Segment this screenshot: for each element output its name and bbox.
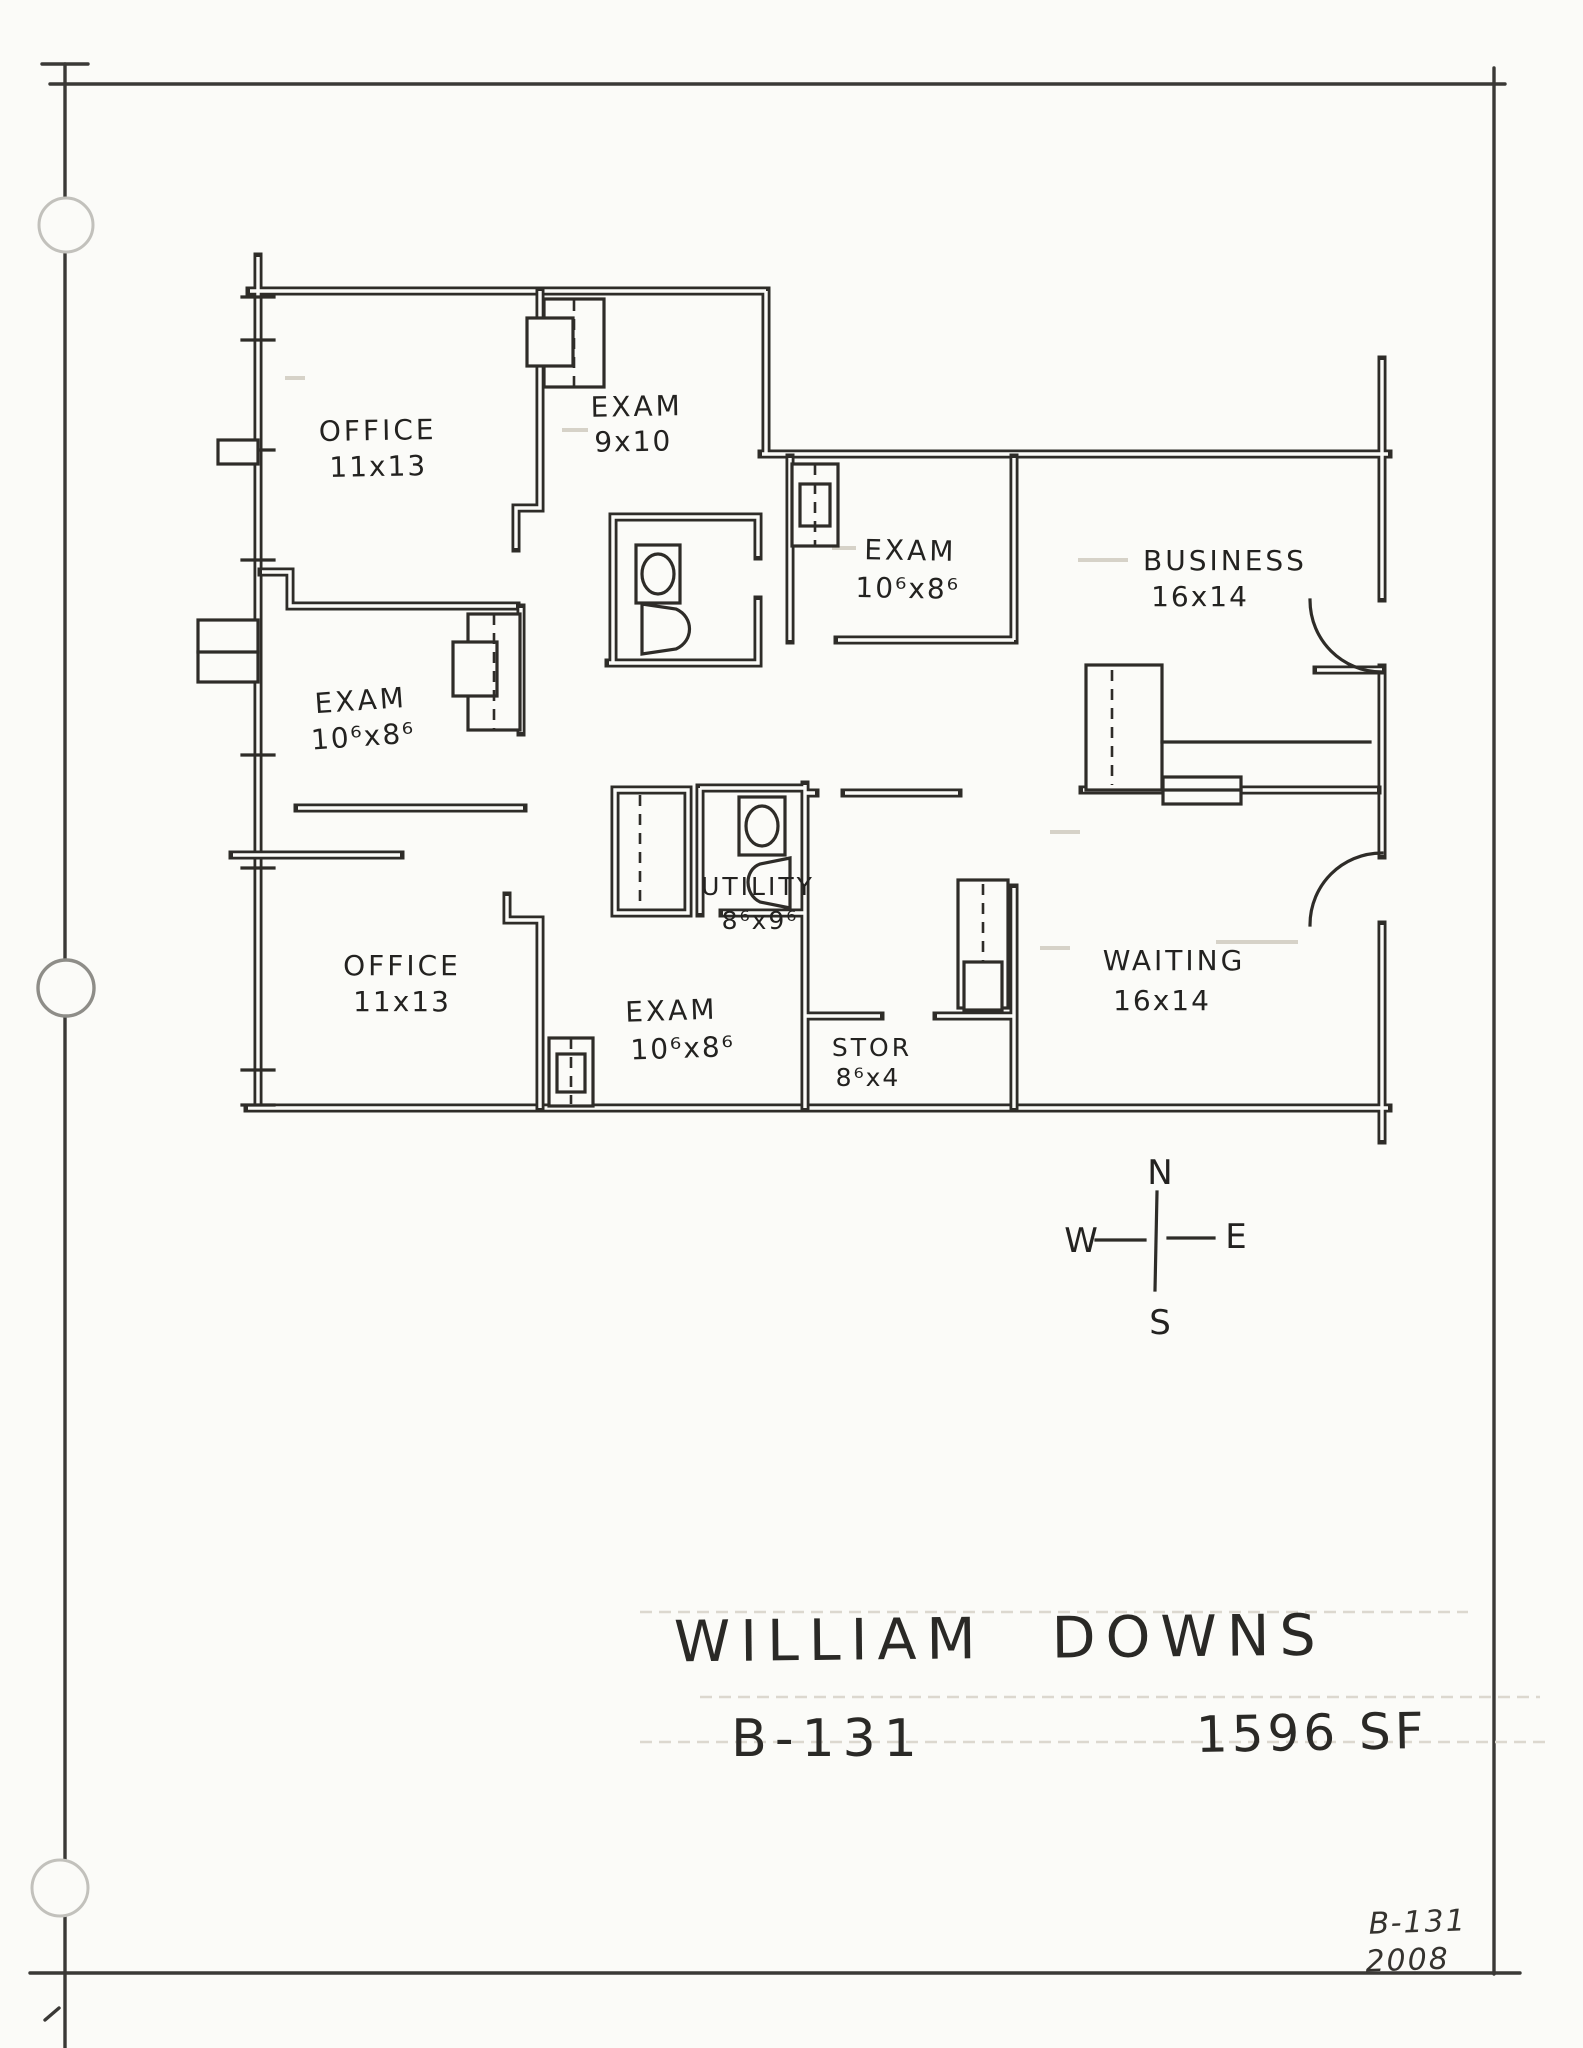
room-dims-stor: 8⁶x4 [836,1063,901,1092]
reception-counter [1084,663,1372,792]
room-dims-office-2: 11x13 [353,985,451,1018]
pencil-smudges [285,376,1298,950]
compass-west-label: W [1064,1221,1098,1261]
room-labels: OFFICE 11x13 EXAM 9x10 EXAM 10⁶x8⁶ BUSIN… [310,389,1307,1092]
door-arcs [1308,598,1384,927]
compass-vertical-line [1153,1190,1159,1292]
hole-punch-bottom [30,1858,90,1918]
entry-threshold [196,438,260,684]
entry-door-arc-lower [1308,851,1384,927]
hole-punch-middle [36,958,96,1018]
room-dims-exam-bottom: 10⁶x8⁶ [630,1030,736,1067]
room-dims-business: 16x14 [1151,580,1249,613]
compass-rose: N W E S [1064,1153,1247,1343]
toilet-1 [640,602,692,656]
bathroom-1-fixtures [634,543,692,656]
title-block: WILLIAM DOWNS B-131 1596 SF [640,1603,1550,1769]
title-rule-lines [640,1610,1550,1744]
exam-table-3 [451,612,522,732]
compass-south-label: S [1149,1303,1171,1343]
reception-pass-window [1161,775,1243,806]
room-label-exam-mid: EXAM [864,533,957,568]
hole-punch-top [37,196,95,254]
room-label-stor: STOR [832,1033,912,1062]
room-label-waiting: WAITING [1103,944,1246,977]
page-corner-mark [43,2006,61,2022]
room-dims-exam-mid: 10⁶x8⁶ [855,571,960,606]
compass-north-label: N [1147,1153,1172,1193]
room-label-utility: UTILITY [701,872,815,901]
corner-year-text: 2008 [1365,1942,1451,1980]
exam-table-1 [525,297,606,389]
tenant-name-text: WILLIAM DOWNS [674,1603,1326,1676]
toilet-2 [746,856,792,910]
page-border [28,62,1522,2048]
compass-horizontal-line [1094,1236,1216,1242]
room-label-exam-bottom: EXAM [625,993,718,1029]
corner-stamp: B-131 2008 [1365,1903,1467,1979]
room-dims-office-1: 11x13 [329,449,427,484]
water-heater [962,960,1004,1012]
hole-punches [30,196,96,1918]
area-text: 1596 SF [1195,1702,1428,1764]
suite-number-text: B-131 [731,1709,925,1769]
room-label-business: BUSINESS [1143,544,1307,577]
room-dims-utility: 8⁶x9⁶ [722,906,799,935]
entry-door-arc-upper [1308,598,1384,674]
room-dims-exam-9x10: 9x10 [594,424,673,458]
room-dims-waiting: 16x14 [1113,984,1211,1017]
mechanical-closet [956,878,1010,1012]
room-label-office-1: OFFICE [319,413,437,448]
room-label-exam-9x10: EXAM [590,389,683,424]
room-label-exam-left: EXAM [314,681,408,720]
room-dims-exam-left: 10⁶x8⁶ [310,716,417,756]
compass-east-label: E [1225,1217,1246,1257]
corner-suite-text: B-131 [1368,1903,1467,1941]
wall-jog [216,438,260,466]
bathroom-2-fixtures [737,795,792,910]
room-label-office-2: OFFICE [343,949,461,982]
exam-table-4 [547,1036,595,1108]
exam-table-2 [790,462,840,548]
